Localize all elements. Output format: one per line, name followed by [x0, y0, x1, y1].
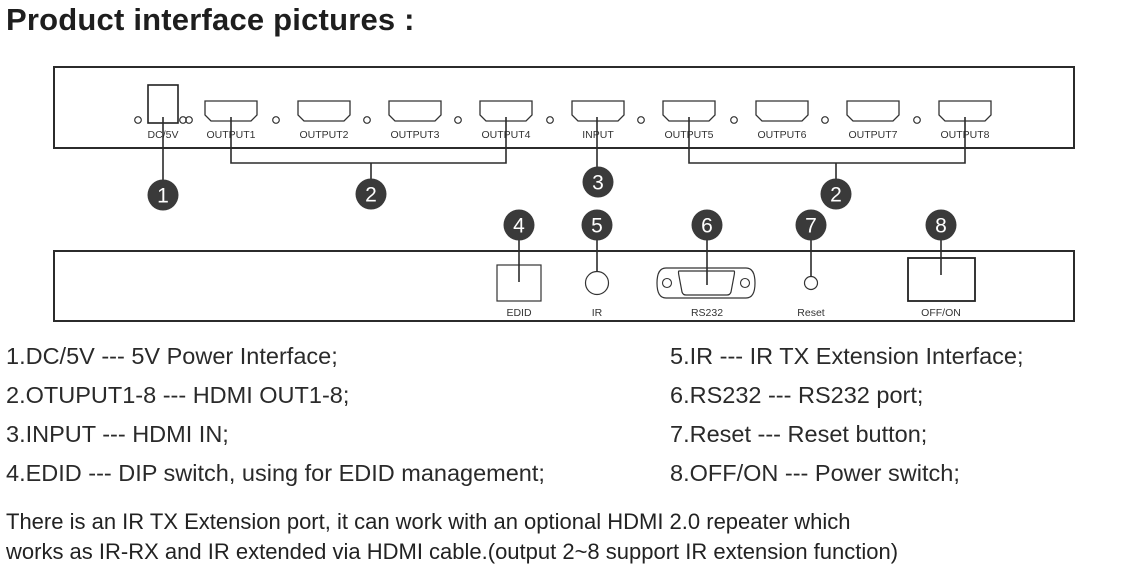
hdmi-connector-icon	[938, 100, 992, 122]
port-label-output3: OUTPUT3	[390, 129, 439, 141]
hdmi-connector-icon	[755, 100, 809, 122]
led-indicator	[454, 116, 462, 124]
led-indicator	[134, 116, 142, 124]
led-indicator	[363, 116, 371, 124]
callout-badge-6: 6	[691, 209, 723, 241]
callout-badge-1: 1	[147, 179, 179, 211]
svg-text:5: 5	[591, 215, 603, 238]
svg-text:3: 3	[592, 172, 604, 195]
callout-badge-7: 7	[795, 209, 827, 241]
hdmi-connector-icon	[846, 100, 900, 122]
port-label-output2: OUTPUT2	[299, 129, 348, 141]
leader-bracket-outputs-5-8	[688, 117, 966, 164]
leader-lines-rear	[518, 238, 942, 285]
legend-item-6: 6.RS232 --- RS232 port;	[670, 382, 924, 408]
hdmi-connector-icon	[297, 100, 351, 122]
svg-text:4: 4	[513, 215, 525, 238]
led-indicator	[913, 116, 921, 124]
legend-item-3: 3.INPUT --- HDMI IN;	[6, 421, 229, 447]
port-label-reset: Reset	[797, 307, 825, 319]
legend-item-5: 5.IR --- IR TX Extension Interface;	[670, 343, 1024, 369]
port-output6: OUTPUT6	[730, 100, 809, 141]
svg-text:7: 7	[805, 215, 817, 238]
rear-panel-outline	[53, 250, 1075, 322]
led-indicator	[637, 116, 645, 124]
legend-item-2: 2.OTUPUT1-8 --- HDMI OUT1-8;	[6, 382, 350, 408]
port-label-output7: OUTPUT7	[848, 129, 897, 141]
led-indicator	[272, 116, 280, 124]
callout-badge-5: 5	[581, 209, 613, 241]
port-label-edid: EDID	[506, 307, 532, 319]
leader-lines-front	[162, 117, 966, 180]
port-rs232: RS232	[656, 267, 756, 319]
svg-text:6: 6	[701, 215, 713, 238]
svg-text:2: 2	[365, 184, 377, 207]
rear-panel: EDID IR RS232 Reset OFF/ON	[53, 238, 1075, 322]
port-label-input: INPUT	[582, 129, 614, 141]
port-output7: OUTPUT7	[821, 100, 900, 141]
svg-text:2: 2	[830, 184, 842, 207]
port-label-output6: OUTPUT6	[757, 129, 806, 141]
callout-badge-3: 3	[582, 166, 614, 198]
svg-text:8: 8	[935, 215, 947, 238]
callout-badge-2: 2	[355, 178, 387, 210]
port-output2: OUTPUT2	[272, 100, 351, 141]
hdmi-connector-icon	[571, 100, 625, 122]
hdmi-connector-icon	[662, 100, 716, 122]
legend-item-8: 8.OFF/ON --- Power switch;	[670, 460, 960, 486]
callout-badge-4: 4	[503, 209, 535, 241]
page-title: Product interface pictures :	[6, 2, 415, 37]
hdmi-connector-icon	[388, 100, 442, 122]
port-label-offon: OFF/ON	[921, 307, 961, 319]
led-indicator	[821, 116, 829, 124]
front-panel-outline	[53, 66, 1075, 149]
led-indicator	[730, 116, 738, 124]
port-output3: OUTPUT3	[363, 100, 442, 141]
callout-badges: 1 2 3 2 4 5 6 7 8	[147, 166, 957, 241]
hdmi-connector-icon	[204, 100, 258, 122]
callout-badge-8: 8	[925, 209, 957, 241]
led-indicator	[179, 116, 187, 124]
hdmi-connector-icon	[479, 100, 533, 122]
port-label-rs232: RS232	[691, 307, 723, 319]
note-line-1: There is an IR TX Extension port, it can…	[6, 509, 851, 534]
port-input: INPUT	[546, 100, 625, 141]
db9-connector-icon	[656, 267, 756, 299]
legend-item-1: 1.DC/5V --- 5V Power Interface;	[6, 343, 338, 369]
svg-text:1: 1	[157, 185, 169, 208]
legend-item-7: 7.Reset --- Reset button;	[670, 421, 928, 447]
leader-bracket-outputs-1-4	[230, 117, 507, 164]
callout-badge-2b: 2	[820, 178, 852, 210]
led-indicator	[185, 116, 193, 124]
legend-item-4: 4.EDID --- DIP switch, using for EDID ma…	[6, 460, 545, 486]
port-label-ir: IR	[592, 307, 603, 319]
note-line-2: works as IR-RX and IR extended via HDMI …	[6, 539, 899, 564]
led-indicator	[546, 116, 554, 124]
